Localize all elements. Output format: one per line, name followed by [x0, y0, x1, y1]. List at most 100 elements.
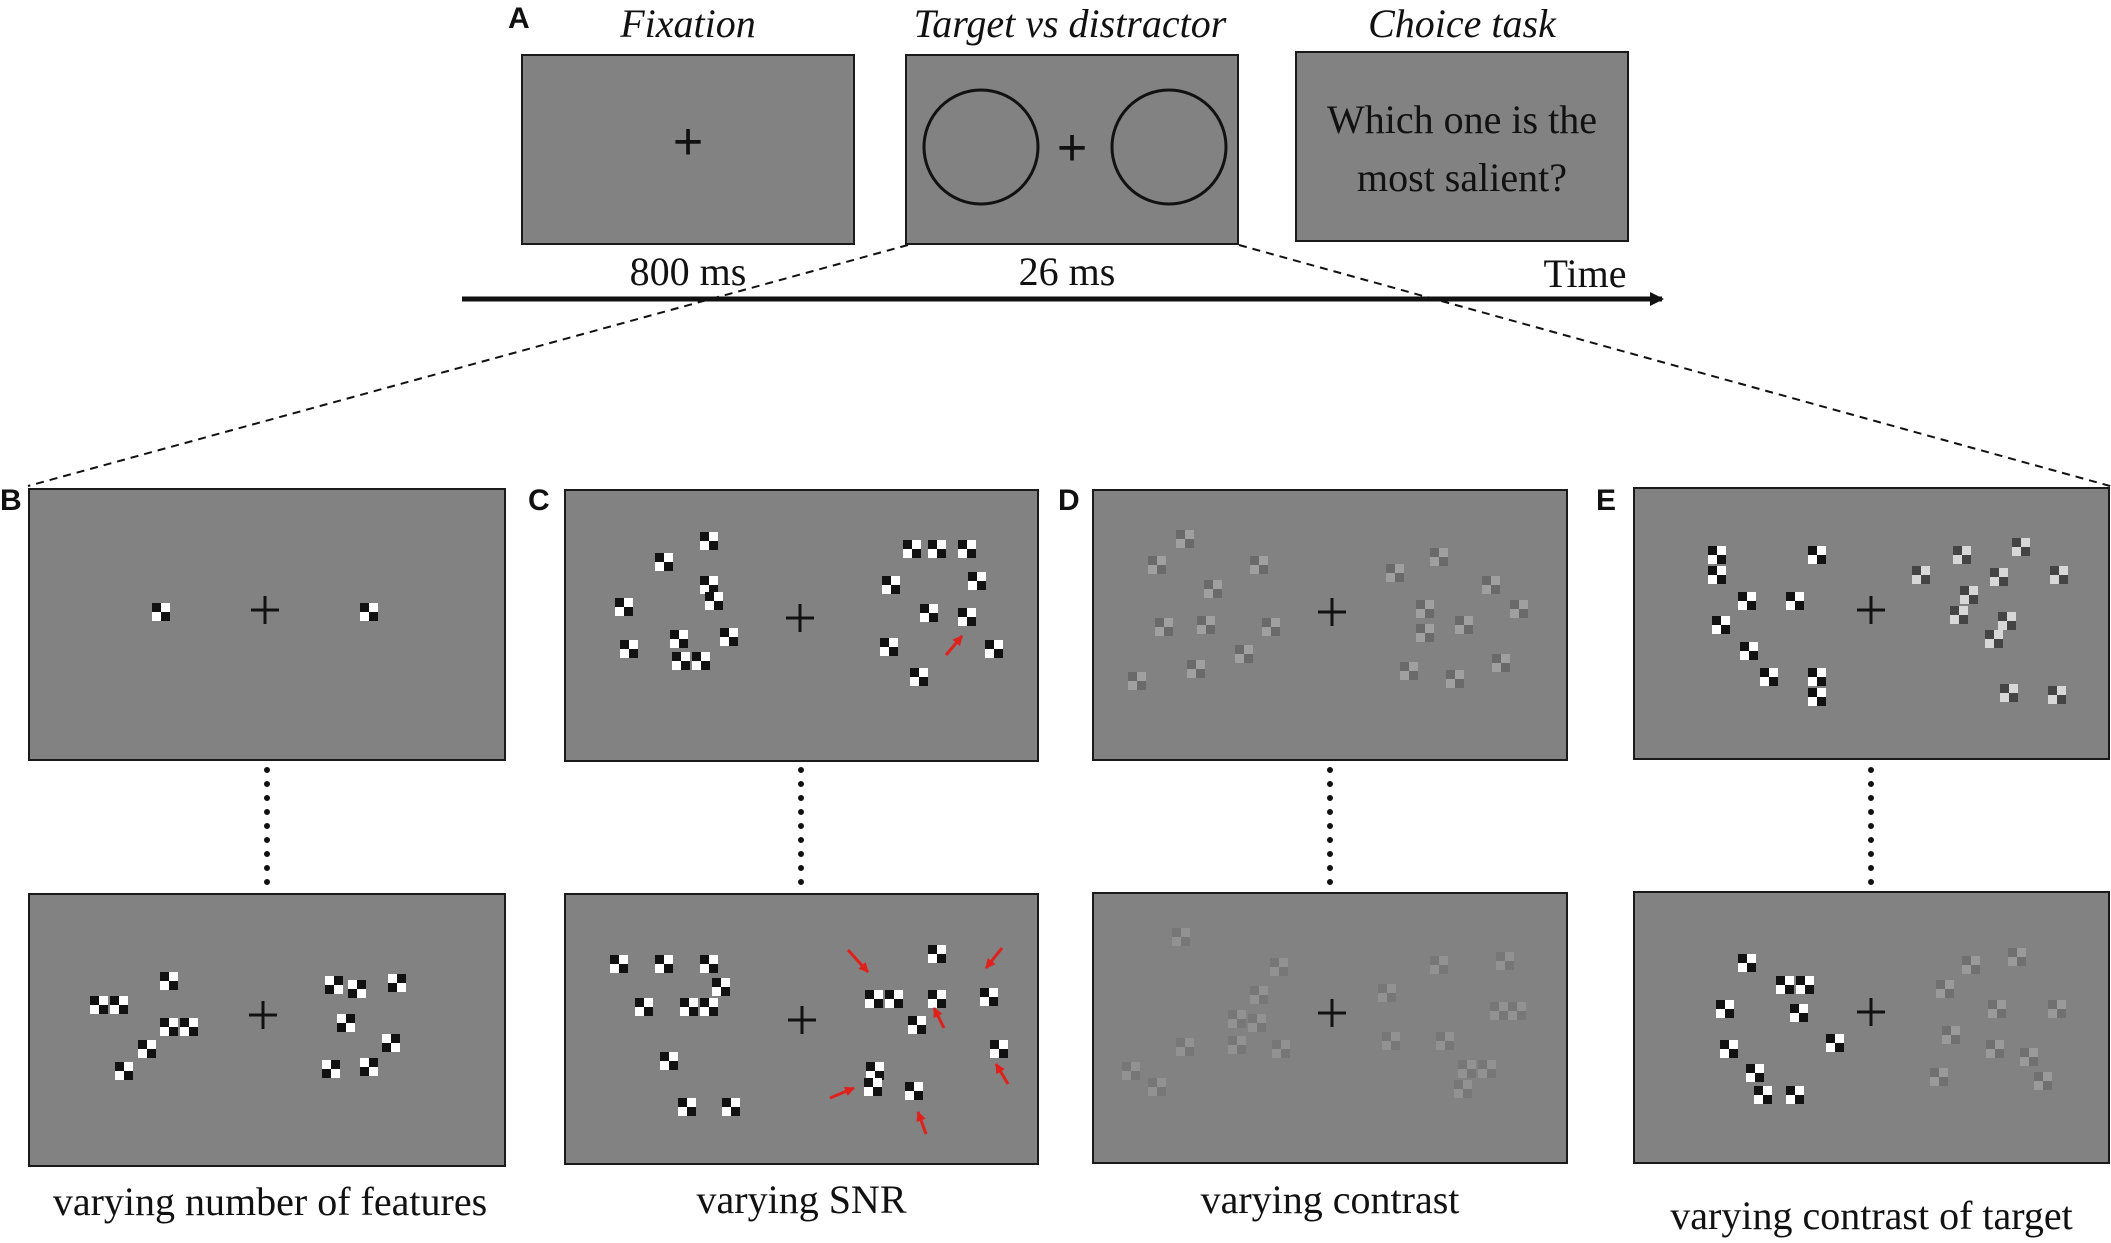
patch-cell: [1492, 654, 1501, 663]
patch-cell: [1725, 1000, 1734, 1009]
patch-cell: [1795, 1086, 1804, 1095]
patch-cell: [1157, 1078, 1166, 1087]
patch-cell: [1962, 546, 1971, 555]
patch-cell: [967, 540, 976, 549]
patch-cell: [937, 990, 946, 999]
patch-cell: [885, 990, 894, 999]
patch-cell: [1708, 555, 1717, 564]
patch-cell: [644, 1007, 653, 1016]
patch-cell: [138, 1040, 147, 1049]
patch-cell: [1749, 642, 1758, 651]
patch-cell: [1790, 1004, 1799, 1013]
patch-cell: [672, 652, 681, 661]
patch-cell: [958, 540, 967, 549]
caption-b: varying number of features: [52, 1179, 488, 1224]
patch-cell: [1206, 625, 1215, 634]
patch-cell: [908, 1025, 917, 1034]
red-arrow: [994, 1063, 1010, 1085]
patch-cell: [994, 640, 1003, 649]
patch-cell: [1721, 625, 1730, 634]
duration-fixation: 800 ms: [629, 249, 747, 294]
patch-cell: [1244, 645, 1253, 654]
patch-cell: [1382, 1041, 1391, 1050]
patch-cell: [1187, 660, 1196, 669]
patch-cell: [624, 607, 633, 616]
patch-cell: [357, 989, 366, 998]
patch-cell: [1430, 956, 1439, 965]
patch-cell: [1416, 633, 1425, 642]
patch-cell: [1501, 654, 1510, 663]
patch-cell: [1463, 1089, 1472, 1098]
patch-cell: [1708, 575, 1717, 584]
patch-cell: [709, 576, 718, 585]
patch-cell: [1950, 606, 1959, 615]
panel-label-a: A: [508, 2, 530, 35]
patch-cell: [334, 985, 343, 994]
patch-cell: [1272, 1049, 1281, 1058]
patch-cell: [1204, 589, 1213, 598]
red-arrow: [846, 948, 870, 974]
patch-cell: [1237, 1019, 1246, 1028]
patch-cell: [873, 1078, 882, 1087]
patch-cell: [689, 998, 698, 1007]
patch-cell: [1786, 592, 1795, 601]
patch-cell: [1378, 993, 1387, 1002]
patch-cell: [1281, 1049, 1290, 1058]
patch-cell: [1746, 1064, 1755, 1073]
patch-cell: [360, 612, 369, 621]
patch-cell: [864, 1087, 873, 1096]
patch-cell: [1517, 1011, 1526, 1020]
patch-cell: [692, 661, 701, 670]
patch-cell: [720, 628, 729, 637]
patch-cell: [1808, 546, 1817, 555]
patch-cell: [705, 601, 714, 610]
patch-cell: [1248, 1023, 1257, 1032]
patch-cell: [1185, 1047, 1194, 1056]
patch-cell: [709, 955, 718, 964]
patch-cell: [1196, 669, 1205, 678]
patch-cell: [731, 1098, 740, 1107]
patch-cell: [1519, 609, 1528, 618]
patch-cell: [1244, 654, 1253, 663]
patch-cell: [1729, 1040, 1738, 1049]
patch-cell: [1755, 1073, 1764, 1082]
patch-cell: [189, 1027, 198, 1036]
patch-cell: [124, 1071, 133, 1080]
patch-cell: [912, 540, 921, 549]
patch-cell: [1395, 564, 1404, 573]
patch-cell: [891, 585, 900, 594]
patch-cell: [348, 980, 357, 989]
patch-cell: [1148, 1078, 1157, 1087]
patch-cell: [1805, 985, 1814, 994]
patch-cell: [1942, 1035, 1951, 1044]
patch-cell: [687, 1107, 696, 1116]
patch-cell: [1795, 601, 1804, 610]
patch-cell: [169, 981, 178, 990]
patch-cell: [928, 990, 937, 999]
patch-cell: [1786, 601, 1795, 610]
fixation-crosses: [249, 596, 1885, 1034]
patch-cell: [369, 612, 378, 621]
patch-cell: [660, 1061, 669, 1070]
patch-cell: [1508, 1002, 1517, 1011]
patch-cell: [721, 987, 730, 996]
patch-cell: [369, 1058, 378, 1067]
patch-cell: [629, 640, 638, 649]
patch-cell: [1272, 1040, 1281, 1049]
patch-cell: [1492, 663, 1501, 672]
patch-cell: [2050, 575, 2059, 584]
patch-cell: [1409, 662, 1418, 671]
patch-cell: [655, 553, 664, 562]
red-arrow: [944, 635, 964, 656]
patch-cell: [1155, 618, 1164, 627]
patch-cell: [1763, 1095, 1772, 1104]
patch-cell: [1799, 1013, 1808, 1022]
patch-cell: [1445, 1041, 1454, 1050]
caption-c: varying SNR: [696, 1177, 907, 1222]
patch-cell: [882, 576, 891, 585]
patch-cell: [903, 540, 912, 549]
stimulus-patches: [90, 530, 2068, 1135]
patch-cell: [875, 1062, 884, 1071]
patch-cell: [2043, 1072, 2052, 1081]
patch-cell: [2012, 547, 2021, 556]
